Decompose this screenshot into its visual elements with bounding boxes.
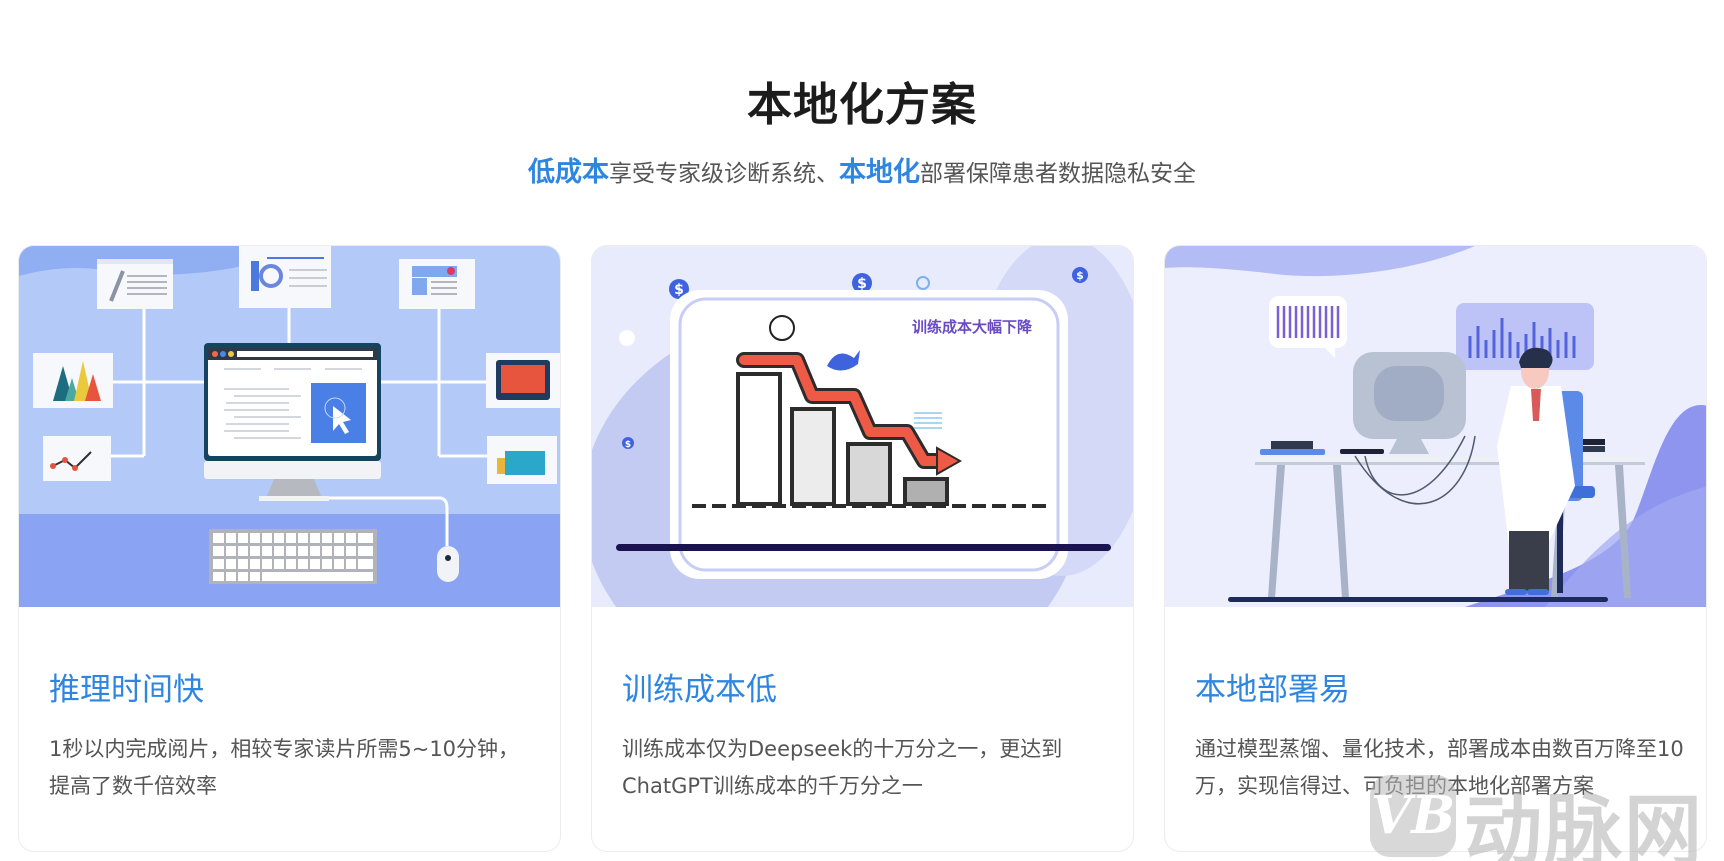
openai-logo-icon — [769, 315, 795, 341]
section-title: 本地化方案 — [746, 78, 977, 131]
doctor-figure-icon — [1497, 347, 1575, 595]
clock-icon — [619, 330, 635, 346]
feature-card-inference-speed: 推理时间快 1秒以内完成阅片，相较专家读片所需5~10分钟，提高了数千倍效率 — [18, 245, 561, 852]
card-body: 训练成本仅为Deepseek的十万分之一，更达到ChatGPT训练成本的千万分之… — [622, 737, 1063, 798]
dollar-coin-icon: $ — [669, 279, 689, 299]
mouse-icon — [437, 546, 459, 582]
card-body: 通过模型蒸馏、量化技术，部署成本由数百万降至10万，实现信得过、可负担的本地化部… — [1195, 737, 1684, 798]
cost-decline-chart-illustration: $ $ $ $ 训练成本大幅下降 — [592, 246, 1133, 607]
subtitle-highlight-low-cost: 低成本 — [528, 157, 609, 188]
svg-text:$: $ — [857, 276, 867, 292]
svg-text:$: $ — [674, 282, 684, 298]
world-map-window-icon — [487, 436, 557, 484]
medical-record-window-icon — [399, 259, 475, 309]
bar-chart-panel-icon — [1456, 303, 1594, 370]
section-subtitle: 低成本享受专家级诊断系统、本地化部署保障患者数据隐私安全 — [0, 150, 1724, 189]
subtitle-highlight-localized: 本地化 — [839, 157, 920, 188]
doctor-at-desk-illustration — [1165, 246, 1706, 607]
waveform-bubble-icon — [1269, 296, 1347, 358]
dna-window-icon — [97, 259, 173, 309]
monitor-dashboard-illustration — [19, 246, 560, 607]
patient-report-window-icon — [239, 246, 331, 308]
card-body: 1秒以内完成阅片，相较专家读片所需5~10分钟，提高了数千倍效率 — [49, 737, 520, 798]
deepseek-whale-icon — [827, 350, 860, 371]
bar-chart-window-icon — [33, 353, 113, 408]
model-stack-icon — [914, 412, 942, 429]
feature-card-training-cost: $ $ $ $ 训练成本大幅下降 — [591, 245, 1134, 852]
search-icon — [916, 276, 930, 290]
subtitle-text-1: 享受专家级诊断系统、 — [609, 161, 839, 187]
computer-monitor-icon — [1353, 352, 1466, 454]
feature-card-local-deployment: 本地部署易 通过模型蒸馏、量化技术，部署成本由数百万降至10万，实现信得过、可负… — [1164, 245, 1707, 852]
video-window-icon — [486, 353, 560, 408]
chart-caption: 训练成本大幅下降 — [912, 318, 1033, 336]
subtitle-text-2: 部署保障患者数据隐私安全 — [920, 161, 1196, 187]
card-title: 推理时间快 — [49, 672, 204, 708]
svg-text:$: $ — [1076, 269, 1084, 282]
computer-monitor-icon — [204, 343, 381, 501]
dollar-coin-icon: $ — [1072, 267, 1088, 283]
svg-text:$: $ — [625, 440, 631, 450]
card-title: 训练成本低 — [622, 672, 777, 708]
card-title: 本地部署易 — [1195, 672, 1350, 708]
line-chart-window-icon — [43, 436, 111, 481]
decline-arrow-icon — [739, 355, 947, 466]
dollar-coin-icon: $ — [622, 437, 634, 450]
keyboard-icon — [209, 529, 377, 584]
dollar-coin-icon: $ — [852, 273, 872, 293]
